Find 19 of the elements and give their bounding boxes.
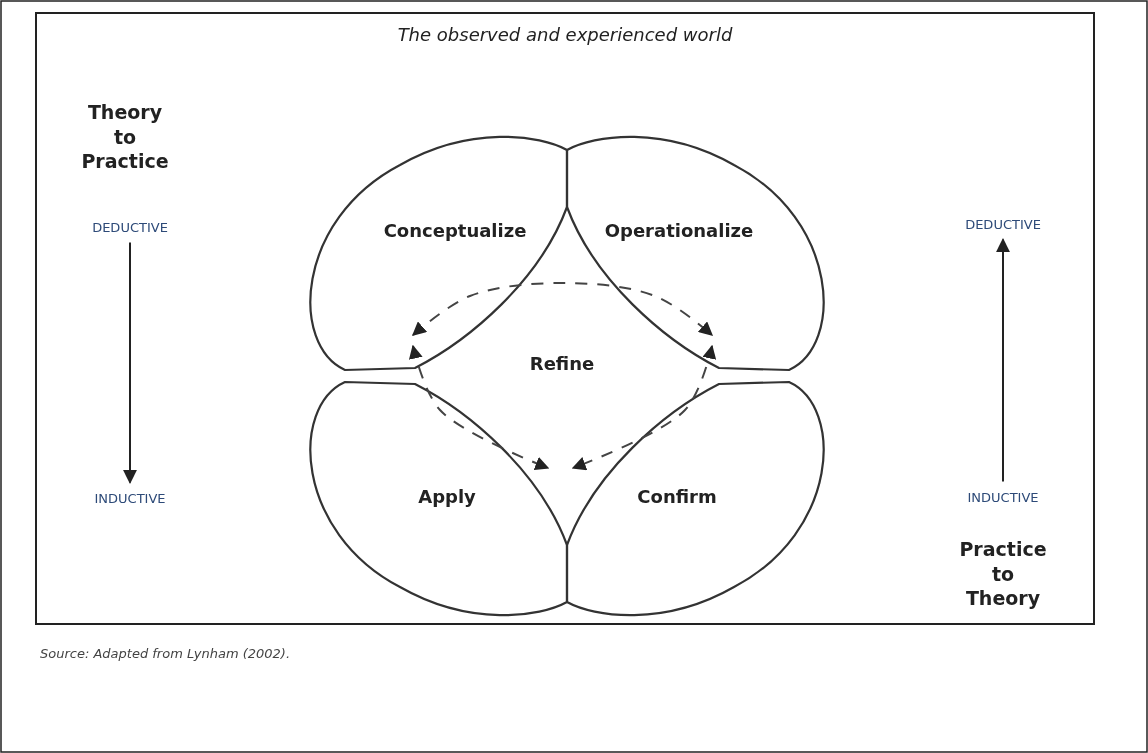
source-caption: Source: Adapted from Lynham (2002). [40, 646, 291, 661]
dashed-arrow [409, 344, 550, 470]
direction-label: INDUCTIVE [967, 489, 1039, 505]
stage-label: Operationalize [604, 219, 754, 241]
direction-caption: Practice to Theory [958, 537, 1048, 612]
stage-label: Conceptualize [383, 219, 527, 241]
diagram-frame [35, 12, 1095, 625]
frame-heading: The observed and experienced world [397, 24, 733, 45]
direction-label: INDUCTIVE [94, 490, 166, 506]
direction-caption: Theory to Practice [80, 100, 170, 175]
direction-label: DEDUCTIVE [965, 216, 1041, 232]
arrow [123, 241, 137, 484]
dashed-arrow [411, 282, 714, 336]
dashed-arrow [571, 344, 716, 471]
arrow [996, 238, 1010, 483]
stage-label: Refine [529, 352, 595, 374]
stage-label: Confirm [637, 485, 717, 507]
direction-label: DEDUCTIVE [92, 219, 168, 235]
stage-label: Apply [418, 485, 476, 507]
